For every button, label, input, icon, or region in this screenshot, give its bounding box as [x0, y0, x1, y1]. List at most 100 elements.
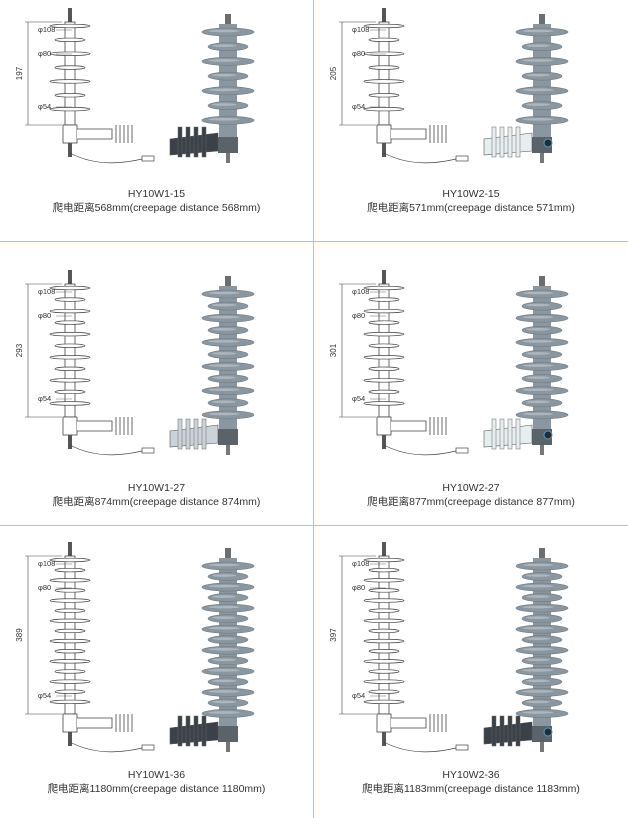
shed-outline	[54, 65, 86, 70]
disconnector-icon	[543, 430, 553, 440]
shed-highlight	[212, 679, 236, 683]
shed-highlight	[526, 103, 550, 106]
diameter-label: φ108	[352, 25, 369, 34]
shed-outline	[368, 320, 400, 325]
shed-outline	[368, 366, 400, 371]
diameter-label: φ108	[38, 25, 55, 34]
shed-highlight	[526, 400, 550, 404]
shed-highlight	[522, 364, 554, 367]
shed-highlight	[526, 376, 550, 379]
shed-highlight	[212, 44, 236, 48]
shed-outline	[368, 389, 400, 395]
shed-highlight	[208, 605, 240, 609]
lead-lug	[141, 447, 155, 454]
bottom-terminal	[68, 143, 72, 157]
bracket-outline	[391, 717, 427, 729]
ground-lead	[69, 152, 143, 164]
photo-bracket-fin	[507, 418, 513, 450]
disconnector-icon	[543, 138, 553, 148]
shed-outline	[49, 285, 91, 291]
photo-bracket-fin	[177, 418, 183, 450]
shed-outline	[49, 23, 91, 29]
bottom-terminal	[382, 435, 386, 449]
creepage-distance: 爬电距离877mm(creepage distance 877mm)	[367, 496, 575, 508]
shed-outline	[54, 320, 86, 325]
shed-outline	[368, 689, 400, 694]
photo-base	[218, 137, 238, 153]
photo-bottom-terminal	[540, 742, 544, 752]
arrester-photo	[169, 14, 255, 163]
shed-outline	[49, 598, 91, 603]
bottom-terminal	[68, 732, 72, 746]
shed-outline	[49, 79, 91, 84]
height-label: 293	[15, 343, 24, 357]
photo-bracket-fin	[185, 126, 191, 158]
shed-highlight	[522, 584, 554, 588]
top-terminal	[382, 270, 386, 284]
bottom-terminal	[68, 435, 72, 449]
shed-highlight	[526, 658, 550, 662]
base-outline	[62, 713, 78, 733]
photo-bracket-fin	[193, 715, 199, 747]
photo-top-terminal	[225, 276, 231, 288]
ground-lead	[69, 741, 143, 753]
shed-outline	[368, 93, 400, 98]
shed-outline	[368, 628, 400, 634]
shed-highlight	[522, 117, 554, 121]
shed-outline	[54, 567, 86, 573]
shed-highlight	[208, 563, 240, 567]
photo-bracket-fin	[491, 126, 497, 158]
shed-highlight	[526, 303, 550, 307]
shed-highlight	[212, 658, 236, 662]
shed-highlight	[208, 340, 240, 343]
bottom-terminal	[382, 732, 386, 746]
shed-outline	[368, 669, 400, 674]
shed-outline	[54, 588, 86, 593]
shed-outline	[49, 308, 91, 314]
shed-outline	[363, 23, 405, 29]
bracket-outline	[77, 717, 113, 729]
shed-highlight	[208, 647, 240, 651]
shed-outline	[363, 285, 405, 291]
shed-outline	[368, 65, 400, 70]
shed-outline	[49, 378, 91, 383]
arrester-photo	[483, 276, 569, 455]
product-caption: HY10W1-15 爬电距离568mm(creepage distance 56…	[0, 187, 313, 215]
shed-highlight	[208, 117, 240, 121]
shed-highlight	[522, 59, 554, 62]
shed-outline	[368, 37, 400, 43]
product-caption: HY10W2-36 爬电距离1183mm(creepage distance 1…	[314, 768, 628, 796]
photo-bracket-fin	[515, 126, 521, 158]
bracket-outline	[77, 128, 113, 140]
shed-outline	[49, 618, 91, 623]
photo-bracket-fin	[507, 126, 513, 158]
photo-base	[218, 726, 238, 742]
shed-highlight	[522, 88, 554, 92]
shed-outline	[49, 401, 91, 406]
shed-highlight	[526, 73, 550, 77]
shed-highlight	[208, 29, 240, 33]
diameter-label: φ54	[38, 394, 51, 403]
photo-top-terminal	[225, 548, 231, 560]
shed-outline	[54, 669, 86, 674]
model-name: HY10W1-15	[127, 188, 186, 200]
shed-outline	[363, 699, 405, 705]
top-terminal	[68, 270, 72, 284]
diameter-label: φ80	[38, 583, 51, 592]
photo-top-terminal	[539, 548, 545, 560]
shed-highlight	[522, 690, 554, 693]
photo-bracket-fin	[201, 126, 207, 158]
shed-outline	[54, 649, 86, 654]
shed-highlight	[526, 595, 550, 598]
model-name: HY10W1-27	[127, 482, 186, 494]
shed-highlight	[208, 711, 240, 714]
model-name: HY10W1-36	[127, 769, 186, 781]
creepage-distance: 爬电距离874mm(creepage distance 874mm)	[52, 496, 261, 508]
shed-outline	[363, 679, 405, 684]
arrester-photo	[169, 276, 255, 455]
creepage-distance: 爬电距离568mm(creepage distance 568mm)	[52, 202, 261, 214]
